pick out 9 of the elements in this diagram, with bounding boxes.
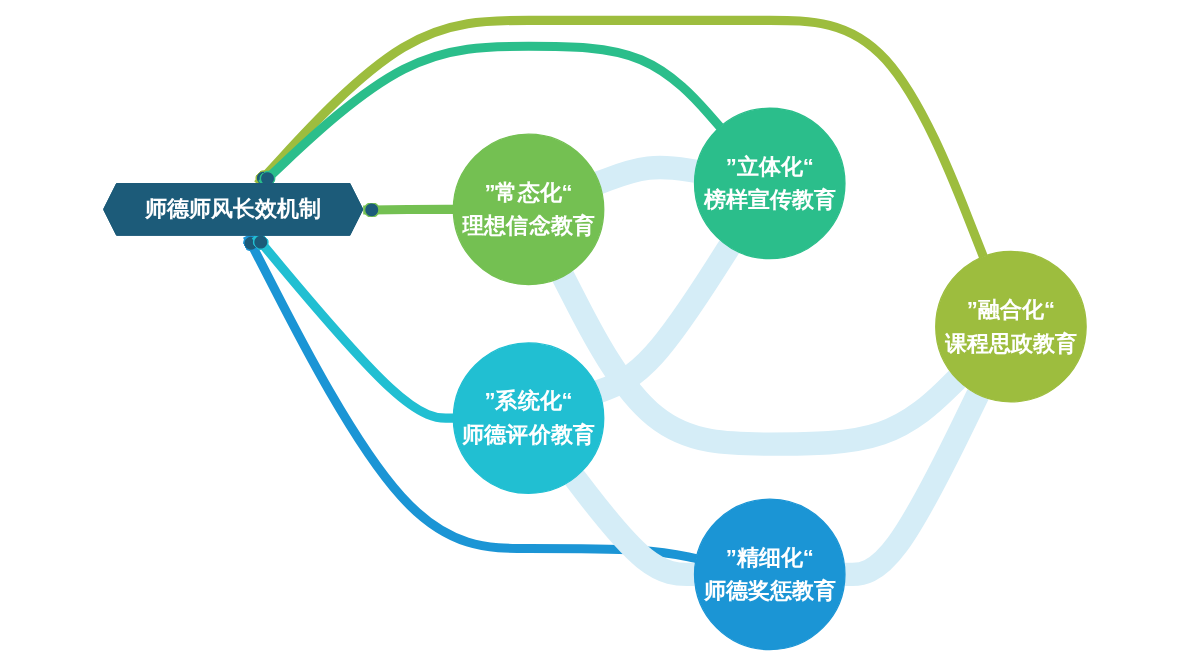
node-circle: ”常态化“ 理想信念教育	[452, 133, 605, 286]
connector	[594, 240, 740, 403]
connector	[552, 270, 966, 456]
node-circle: ”立体化“ 榜样宣传教育	[693, 107, 846, 260]
node-circle: ”融合化“ 课程思政教育	[935, 250, 1087, 403]
node-circle: ”系统化“ 师德评价教育	[452, 342, 605, 494]
connector	[243, 233, 698, 564]
node-circle: ”精细化“ 师德奖惩教育	[693, 498, 846, 651]
connector	[363, 202, 454, 218]
